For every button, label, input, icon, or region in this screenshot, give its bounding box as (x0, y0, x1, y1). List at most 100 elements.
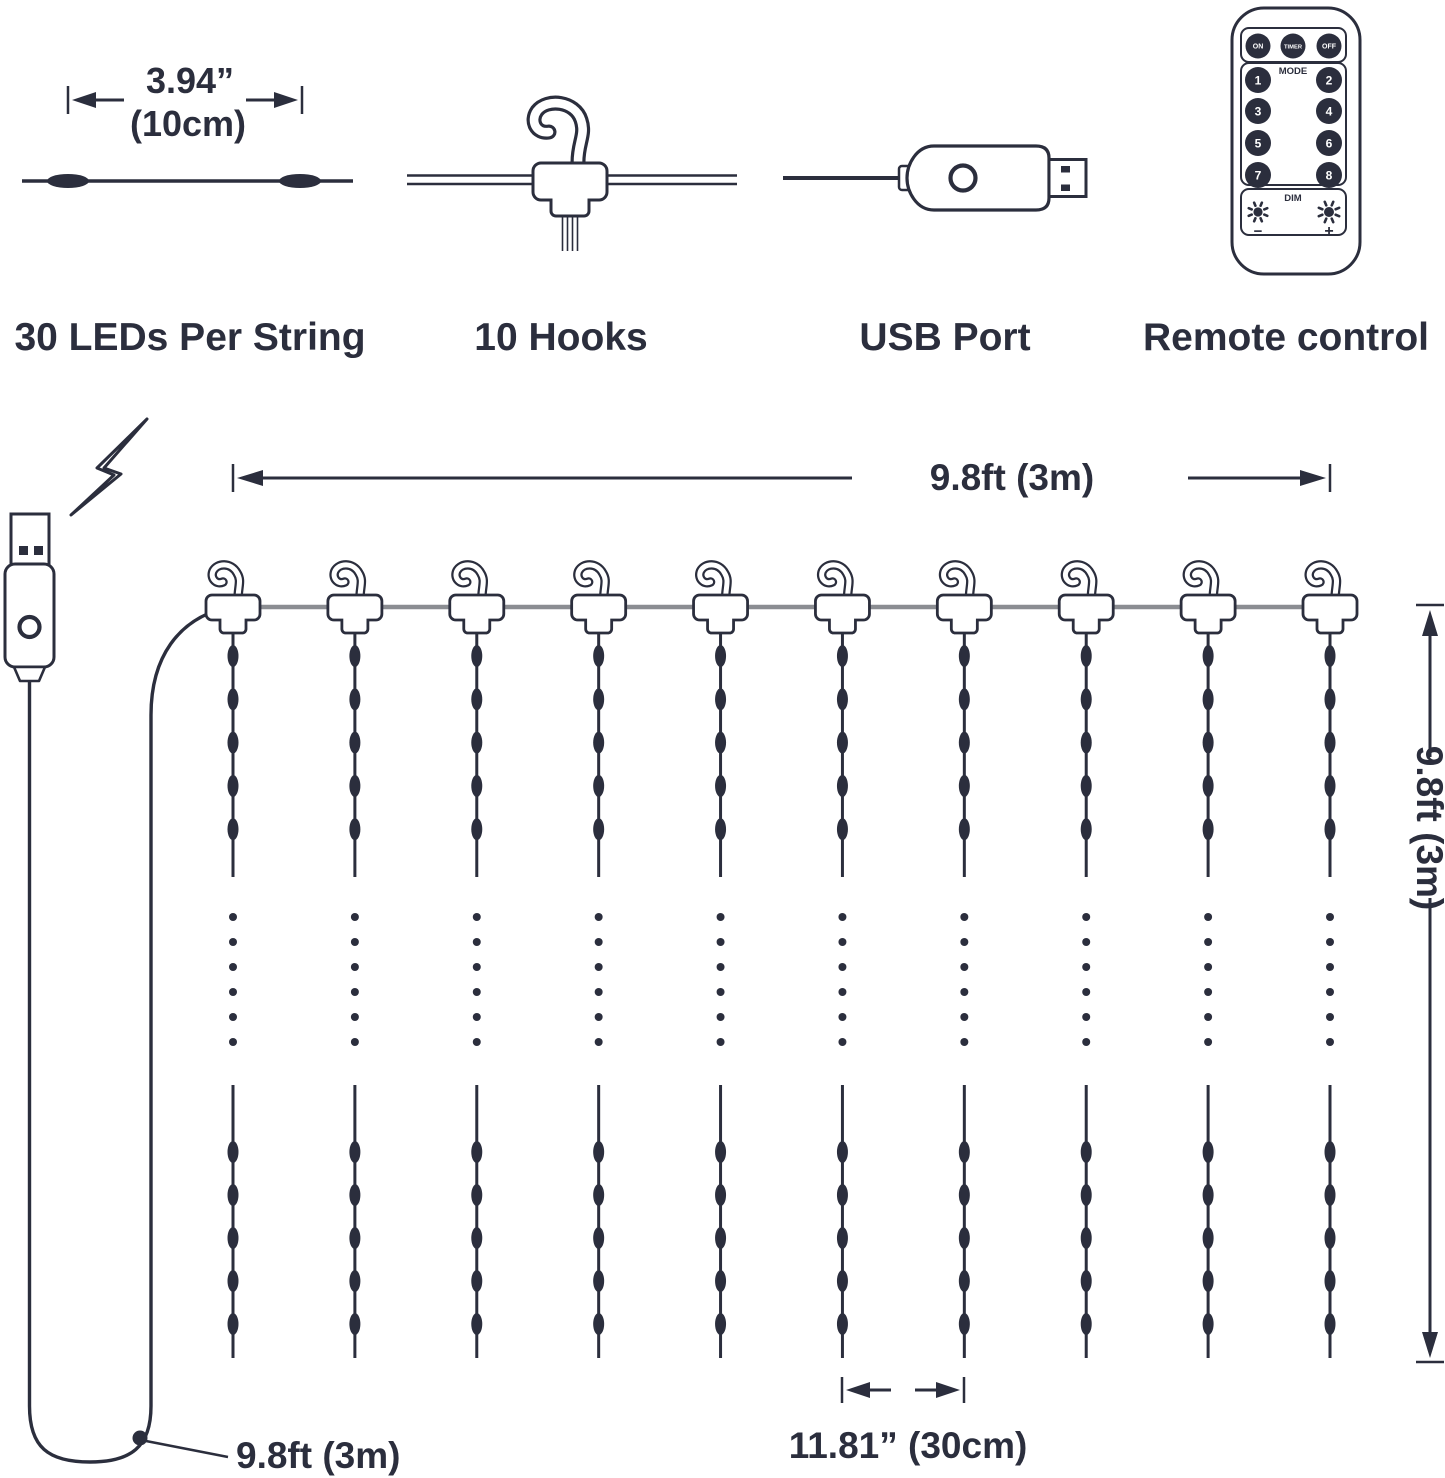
curtain-drop-1 (204, 560, 262, 1358)
remote-mode-button-label: 6 (1326, 137, 1333, 151)
led-bulb (1324, 1313, 1336, 1335)
cable-junction-dot (132, 1430, 148, 1446)
power-lead-cable (27, 604, 234, 1464)
led-bulb (958, 818, 970, 841)
led-bulb (958, 774, 970, 797)
curtain-drops (204, 560, 1359, 1358)
led-bulb (1324, 645, 1336, 667)
led-bulb (227, 1141, 239, 1163)
continuation-dot (838, 938, 847, 946)
led-bulb (1080, 1270, 1092, 1292)
continuation-dot (1082, 938, 1091, 946)
continuation-dot (838, 1013, 847, 1021)
remote-timer-button (1280, 33, 1306, 59)
led-bulb (1324, 818, 1336, 841)
usb-pin (1061, 166, 1070, 173)
remote-mode-button-label: 3 (1255, 105, 1262, 119)
hanging-hook-icon-inner (1306, 562, 1340, 603)
arrow-right-icon (936, 1382, 960, 1398)
hook-body (935, 593, 993, 635)
brightness-up-icon (1317, 200, 1341, 224)
led-bulb (349, 645, 361, 667)
led-bulb (1202, 1184, 1214, 1206)
remote-plus-label: + (1324, 223, 1333, 240)
continuation-dot (1204, 913, 1213, 921)
continuation-dot (960, 988, 969, 996)
led-bulb (836, 1141, 848, 1163)
usb-pin (1061, 184, 1070, 191)
remote-mode-button-label: 1 (1255, 74, 1262, 88)
feature-label-usb: USB Port (859, 316, 1030, 359)
led-bulb (349, 818, 361, 841)
led-bulb (227, 774, 239, 797)
led-bulb (471, 1184, 483, 1206)
led-bulb (1324, 1184, 1336, 1206)
continuation-dot (594, 963, 603, 971)
arrow-left-icon (72, 92, 96, 108)
led-bulb (836, 731, 848, 754)
drop-spacing-label: 11.81” (30cm) (789, 1425, 1028, 1466)
led-bulb (349, 731, 361, 754)
led-bulb (471, 1227, 483, 1249)
continuation-dot (1326, 938, 1334, 946)
continuation-dot (472, 988, 481, 996)
curtain-drop-9 (1179, 560, 1237, 1358)
led-bulb (958, 645, 970, 667)
led-bulb (1202, 774, 1214, 797)
led-bulb (1202, 645, 1214, 667)
curtain-drop-8 (1057, 560, 1115, 1358)
continuation-dot (1204, 1013, 1213, 1021)
led-bulb (836, 818, 848, 841)
led-bulb (1324, 688, 1336, 711)
led-bulb (471, 731, 483, 754)
remote-dim-section (1240, 188, 1347, 236)
feature-label-hooks: 10 Hooks (474, 316, 647, 359)
arrow-left-icon (846, 1382, 870, 1398)
leader-line (145, 1439, 229, 1459)
led-bulb (1202, 1227, 1214, 1249)
hanging-hook-icon-inner (1184, 562, 1218, 603)
curtain-drop-3 (448, 560, 506, 1358)
continuation-dot (472, 913, 481, 921)
curtain-drop-6 (814, 560, 871, 1358)
led-bulb (471, 818, 483, 841)
remote-mode-button-label: 4 (1326, 105, 1333, 119)
arrow-right-icon (274, 92, 298, 108)
led-bulb (593, 774, 605, 797)
curtain-drop-5 (692, 560, 749, 1358)
curtain-diagram: 9.8ft (3m) 9.8ft (3m) 9.8ft (3m) 11.81” … (3, 417, 1445, 1476)
continuation-dot (350, 963, 359, 971)
continuation-dot (960, 963, 969, 971)
led-bulb (349, 1270, 361, 1292)
remote-on-label: ON (1253, 44, 1264, 51)
remote-mode-button-6 (1316, 130, 1342, 156)
led-bulb (1080, 1313, 1092, 1335)
continuation-dot (838, 1038, 847, 1046)
led-bulb (1080, 1184, 1092, 1206)
continuation-dot (594, 1038, 603, 1046)
led-bulb (593, 1227, 605, 1249)
led-bulb (958, 731, 970, 754)
led-bulb (279, 174, 321, 188)
led-bulb (958, 1184, 970, 1206)
led-bulb (47, 174, 89, 188)
continuation-dot (960, 1013, 969, 1021)
led-bulb (836, 1313, 848, 1335)
continuation-dot (960, 913, 969, 921)
led-bulb (1202, 1270, 1214, 1292)
continuation-dot (229, 1038, 237, 1046)
controller-button-icon (948, 163, 978, 193)
feature-led-spacing: 3.94” (10cm) 30 LEDs Per String (14, 60, 365, 359)
led-bulb (715, 818, 727, 841)
led-bulb (1324, 774, 1336, 797)
hook-body (570, 593, 628, 635)
led-bulb (227, 688, 239, 711)
continuation-dot (229, 913, 237, 921)
curtain-drop-10 (1301, 560, 1359, 1358)
led-bulb (715, 1141, 727, 1163)
led-bulb (715, 774, 727, 797)
led-bulb (1080, 645, 1092, 667)
hook-body (692, 593, 749, 635)
led-bulb (958, 1227, 970, 1249)
